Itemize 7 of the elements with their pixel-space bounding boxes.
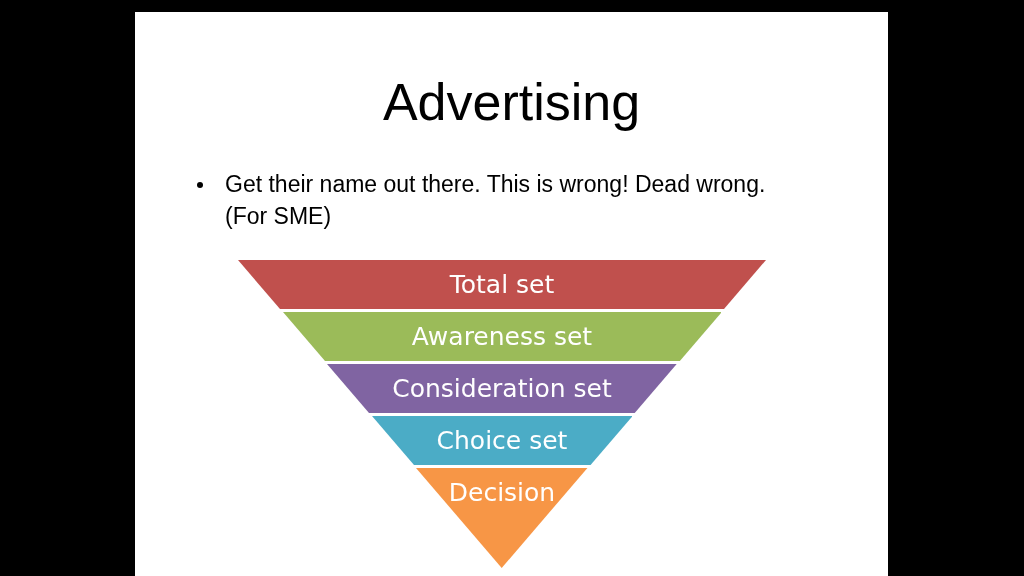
funnel-band: Consideration set	[327, 364, 677, 413]
bullet-text: Get their name out there. This is wrong! Dead wrong. (For SME)	[225, 170, 767, 231]
funnel-band: Awareness set	[282, 312, 722, 361]
funnel-tip: Decision	[416, 468, 588, 568]
funnel-band: Total set	[238, 260, 766, 309]
slide-title: Advertising	[381, 72, 642, 132]
funnel-band: Choice set	[371, 416, 633, 465]
